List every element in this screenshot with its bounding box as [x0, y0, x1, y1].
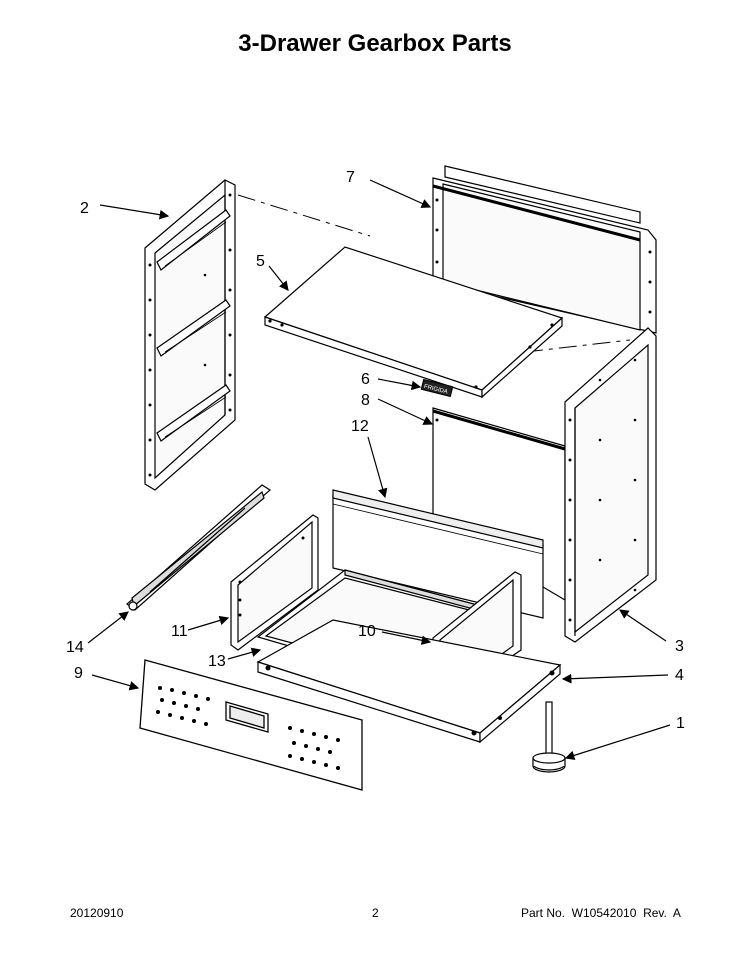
part-6-badge: FRIGIDA	[420, 378, 454, 398]
callout-3: 3	[675, 638, 684, 655]
footer-part-number: Part No. W10542010 Rev. A	[521, 906, 681, 920]
callout-9: 9	[74, 665, 83, 682]
part-2-holes	[148, 193, 232, 477]
part-5-top-panel	[263, 246, 564, 399]
part-12-drawer-back	[332, 489, 544, 619]
callout-8: 8	[361, 392, 370, 409]
callout-7: 7	[346, 169, 355, 186]
part-3-holes	[568, 358, 637, 622]
leader-lines	[87, 179, 671, 761]
part-9-vent-slots	[156, 686, 340, 770]
part-11-drawer-side	[230, 514, 319, 651]
part-4-base	[256, 619, 562, 744]
part-5-holes	[268, 319, 554, 389]
callout-5: 5	[256, 253, 265, 270]
callout-2: 2	[80, 200, 89, 217]
callout-6: 6	[361, 371, 370, 388]
footer-page-number: 2	[372, 906, 379, 920]
part-7-holes	[435, 198, 652, 314]
callout-4: 4	[675, 667, 684, 684]
page-title: 3-Drawer Gearbox Parts	[238, 30, 512, 57]
part-3-right-side-panel	[564, 327, 657, 643]
callout-11: 11	[171, 623, 188, 640]
callout-10: 10	[358, 623, 376, 640]
callout-14: 14	[66, 639, 84, 656]
part-1-leveling-leg	[532, 701, 566, 773]
callout-12: 12	[351, 418, 369, 435]
part-14-drawer-slide	[126, 484, 271, 611]
callout-labels: 2 7 5 6 8 12 11 13 10 9 14 4 3 1	[66, 169, 685, 732]
part-9-drawer-front	[139, 659, 363, 791]
callout-1: 1	[676, 715, 685, 732]
footer-date: 20120910	[70, 906, 124, 920]
callout-13: 13	[208, 653, 226, 670]
part-2-left-side-panel	[144, 179, 236, 491]
svg-text:FRIGIDA: FRIGIDA	[423, 384, 448, 396]
